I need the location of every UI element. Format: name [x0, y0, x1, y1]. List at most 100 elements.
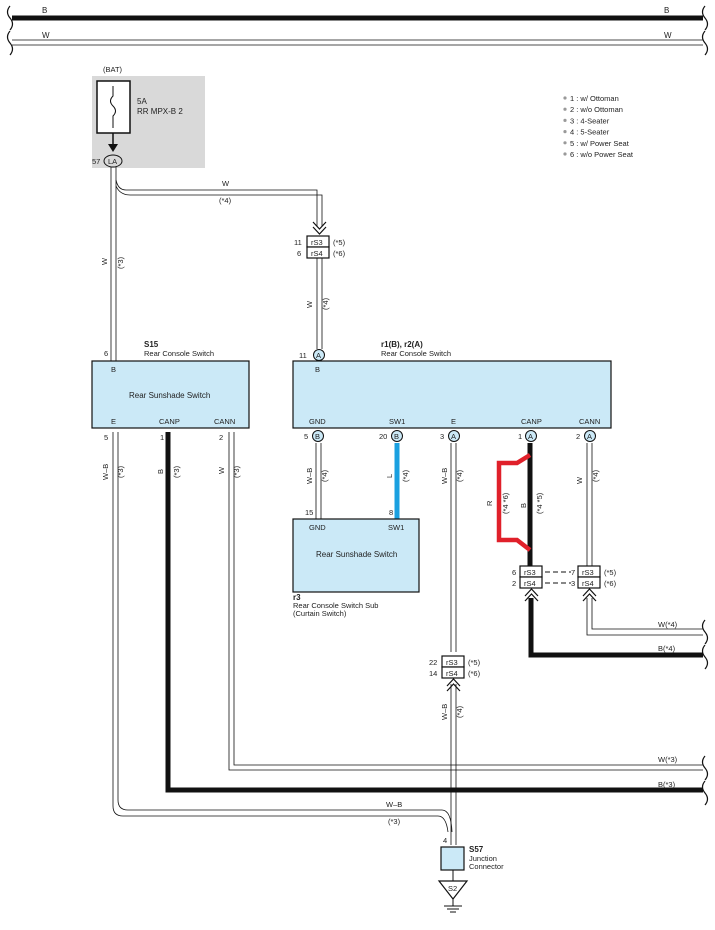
r1-component: r1(B), r2(A) Rear Console Switch 11 A B …	[292, 340, 612, 442]
junction-canp-pin-rs4: 2	[512, 579, 516, 588]
chevron-up-icon	[582, 588, 597, 602]
r3-pin-gnd: 15	[305, 508, 313, 517]
r1-pin-e: 3	[440, 432, 444, 441]
chevron-down-icon	[312, 221, 327, 235]
s15-term-b: B	[111, 365, 116, 374]
label-n4-top-rs4: (*4)	[321, 297, 330, 310]
fuse-pin: 57	[92, 157, 100, 166]
r1-term-sw1: SW1	[389, 417, 405, 426]
label-b-n4-bus: B(*4)	[658, 644, 676, 653]
bus-w-right-label: W	[664, 31, 672, 40]
label-w-s15-cann: W	[217, 466, 226, 474]
label-l-sw1: L	[385, 474, 394, 478]
right-breaks	[701, 619, 709, 806]
label-n3-s15-cann: (*3)	[232, 465, 241, 478]
chevron-up-icon	[446, 678, 461, 692]
label-n3-s15-canp: (*3)	[172, 465, 181, 478]
label-wb-lower-e: W–B	[440, 704, 449, 720]
junction-canp: rS3 rS4 6 2	[512, 565, 571, 602]
r1-pin-gnd: 5	[304, 432, 308, 441]
ground-icon	[444, 905, 462, 913]
s15-term-e: E	[111, 417, 116, 426]
r1-pin-cann: 2	[576, 432, 580, 441]
r1-term-canp: CANP	[521, 417, 542, 426]
wire-canp-red	[496, 453, 532, 552]
s15-pin-b: 6	[104, 349, 108, 358]
r1-pin-sw1: 20	[379, 432, 387, 441]
junction-mid: rS3 rS4 22 14 (*5) (*6)	[429, 655, 481, 692]
junction-mid-pin-rs4: 14	[429, 669, 437, 678]
r3-sub: (Curtain Switch)	[293, 609, 347, 618]
junction-cann-rs4: rS4	[582, 579, 594, 588]
legend-item: 6 : w/o Power Seat	[570, 150, 634, 159]
r3-box-label: Rear Sunshade Switch	[316, 550, 397, 559]
label-n3-s15-e: (*3)	[116, 465, 125, 478]
s15-name: Rear Console Switch	[144, 349, 214, 358]
r1-conn-b-gnd: B	[315, 432, 320, 441]
label-n4-e: (*4)	[455, 469, 464, 482]
junction-cann-n5: (*5)	[604, 568, 617, 577]
legend-item: 4 : 5-Seater	[570, 128, 610, 137]
s57-pin: 4	[443, 836, 447, 845]
r1-conn-a-cann: A	[587, 432, 592, 441]
label-n4-fuse-branch: (*4)	[219, 196, 232, 205]
ground-point-icon	[437, 880, 469, 900]
junction-top-n6: (*6)	[333, 249, 346, 258]
legend-item: 3 : 4-Seater	[570, 116, 610, 125]
junction-canp-rs3: rS3	[524, 568, 536, 577]
r1-conn-a-e: A	[451, 432, 456, 441]
label-w-n3-bus: W(*3)	[658, 755, 678, 764]
junction-mid-pin-rs3: 22	[429, 658, 437, 667]
r1-term-cann: CANN	[579, 417, 600, 426]
label-b-n3-bus: B(*3)	[658, 780, 676, 789]
r3-pin-sw1: 8	[389, 508, 393, 517]
label-n4-lower-e: (*4)	[455, 705, 464, 718]
s15-pin-canp: 1	[160, 433, 164, 442]
r3-name: Rear Console Switch Sub	[293, 601, 378, 610]
junction-top-pin-rs3: 11	[294, 238, 302, 247]
junction-cann-pin-rs4: 3	[571, 579, 575, 588]
junction-top: rS3 rS4 11 6 (*5) (*6)	[294, 221, 346, 259]
s15-component: S15 Rear Console Switch 6 B Rear Sunshad…	[91, 340, 250, 442]
junction-cann-rs3: rS3	[582, 568, 594, 577]
r3-term-gnd: GND	[309, 523, 326, 532]
s57-component: 4 S57 Junction Connector S2	[437, 836, 504, 913]
legend-item: 5 : w/ Power Seat	[570, 139, 630, 148]
r1-pin-canp: 1	[518, 432, 522, 441]
fuse-name: RR MPX-B 2	[137, 107, 183, 116]
junction-top-rs4: rS4	[311, 249, 323, 258]
s57-code: S57	[469, 845, 484, 854]
junction-top-pin-rs4: 6	[297, 249, 301, 258]
connector-la-label: LA	[108, 157, 117, 166]
thick-wires	[165, 432, 703, 793]
s15-term-canp: CANP	[159, 417, 180, 426]
fuse-source-label: (BAT)	[103, 65, 123, 74]
label-n4-sw1: (*4)	[401, 469, 410, 482]
legend-bullet-icon	[563, 118, 567, 122]
top-bus: B B W W	[6, 5, 709, 56]
junction-mid-n6: (*6)	[468, 669, 481, 678]
wire-canp-lower	[528, 598, 703, 658]
ground-point-label: S2	[448, 884, 457, 893]
junction-cann-pin-rs3: 7	[571, 568, 575, 577]
label-wb-bottom: W–B	[386, 800, 402, 809]
junction-canp-rs4: rS4	[524, 579, 536, 588]
bus-w-left-label: W	[42, 31, 50, 40]
legend-item: 2 : w/o Ottoman	[570, 105, 623, 114]
label-wb-e: W–B	[440, 468, 449, 484]
s57-name: Junction	[469, 854, 497, 863]
r1-conn-a-top: A	[316, 351, 321, 360]
label-r-red: R	[485, 500, 494, 506]
s15-pin-cann: 2	[219, 433, 223, 442]
label-b-s15-canp: B	[156, 469, 165, 474]
r1-term-gnd: GND	[309, 417, 326, 426]
label-w-r1-cann: W	[575, 476, 584, 484]
legend-item: 1 : w/ Ottoman	[570, 94, 619, 103]
label-n4-r1-cann: (*4)	[591, 469, 600, 482]
fuse-rating: 5A	[137, 97, 147, 106]
wire-labels: W (*4) W (*3) W (*4) W–B (*3) B (*3) W (…	[100, 179, 678, 826]
r1-term-e: E	[451, 417, 456, 426]
r1-code: r1(B), r2(A)	[381, 340, 423, 349]
s57-name2: Connector	[469, 862, 504, 871]
